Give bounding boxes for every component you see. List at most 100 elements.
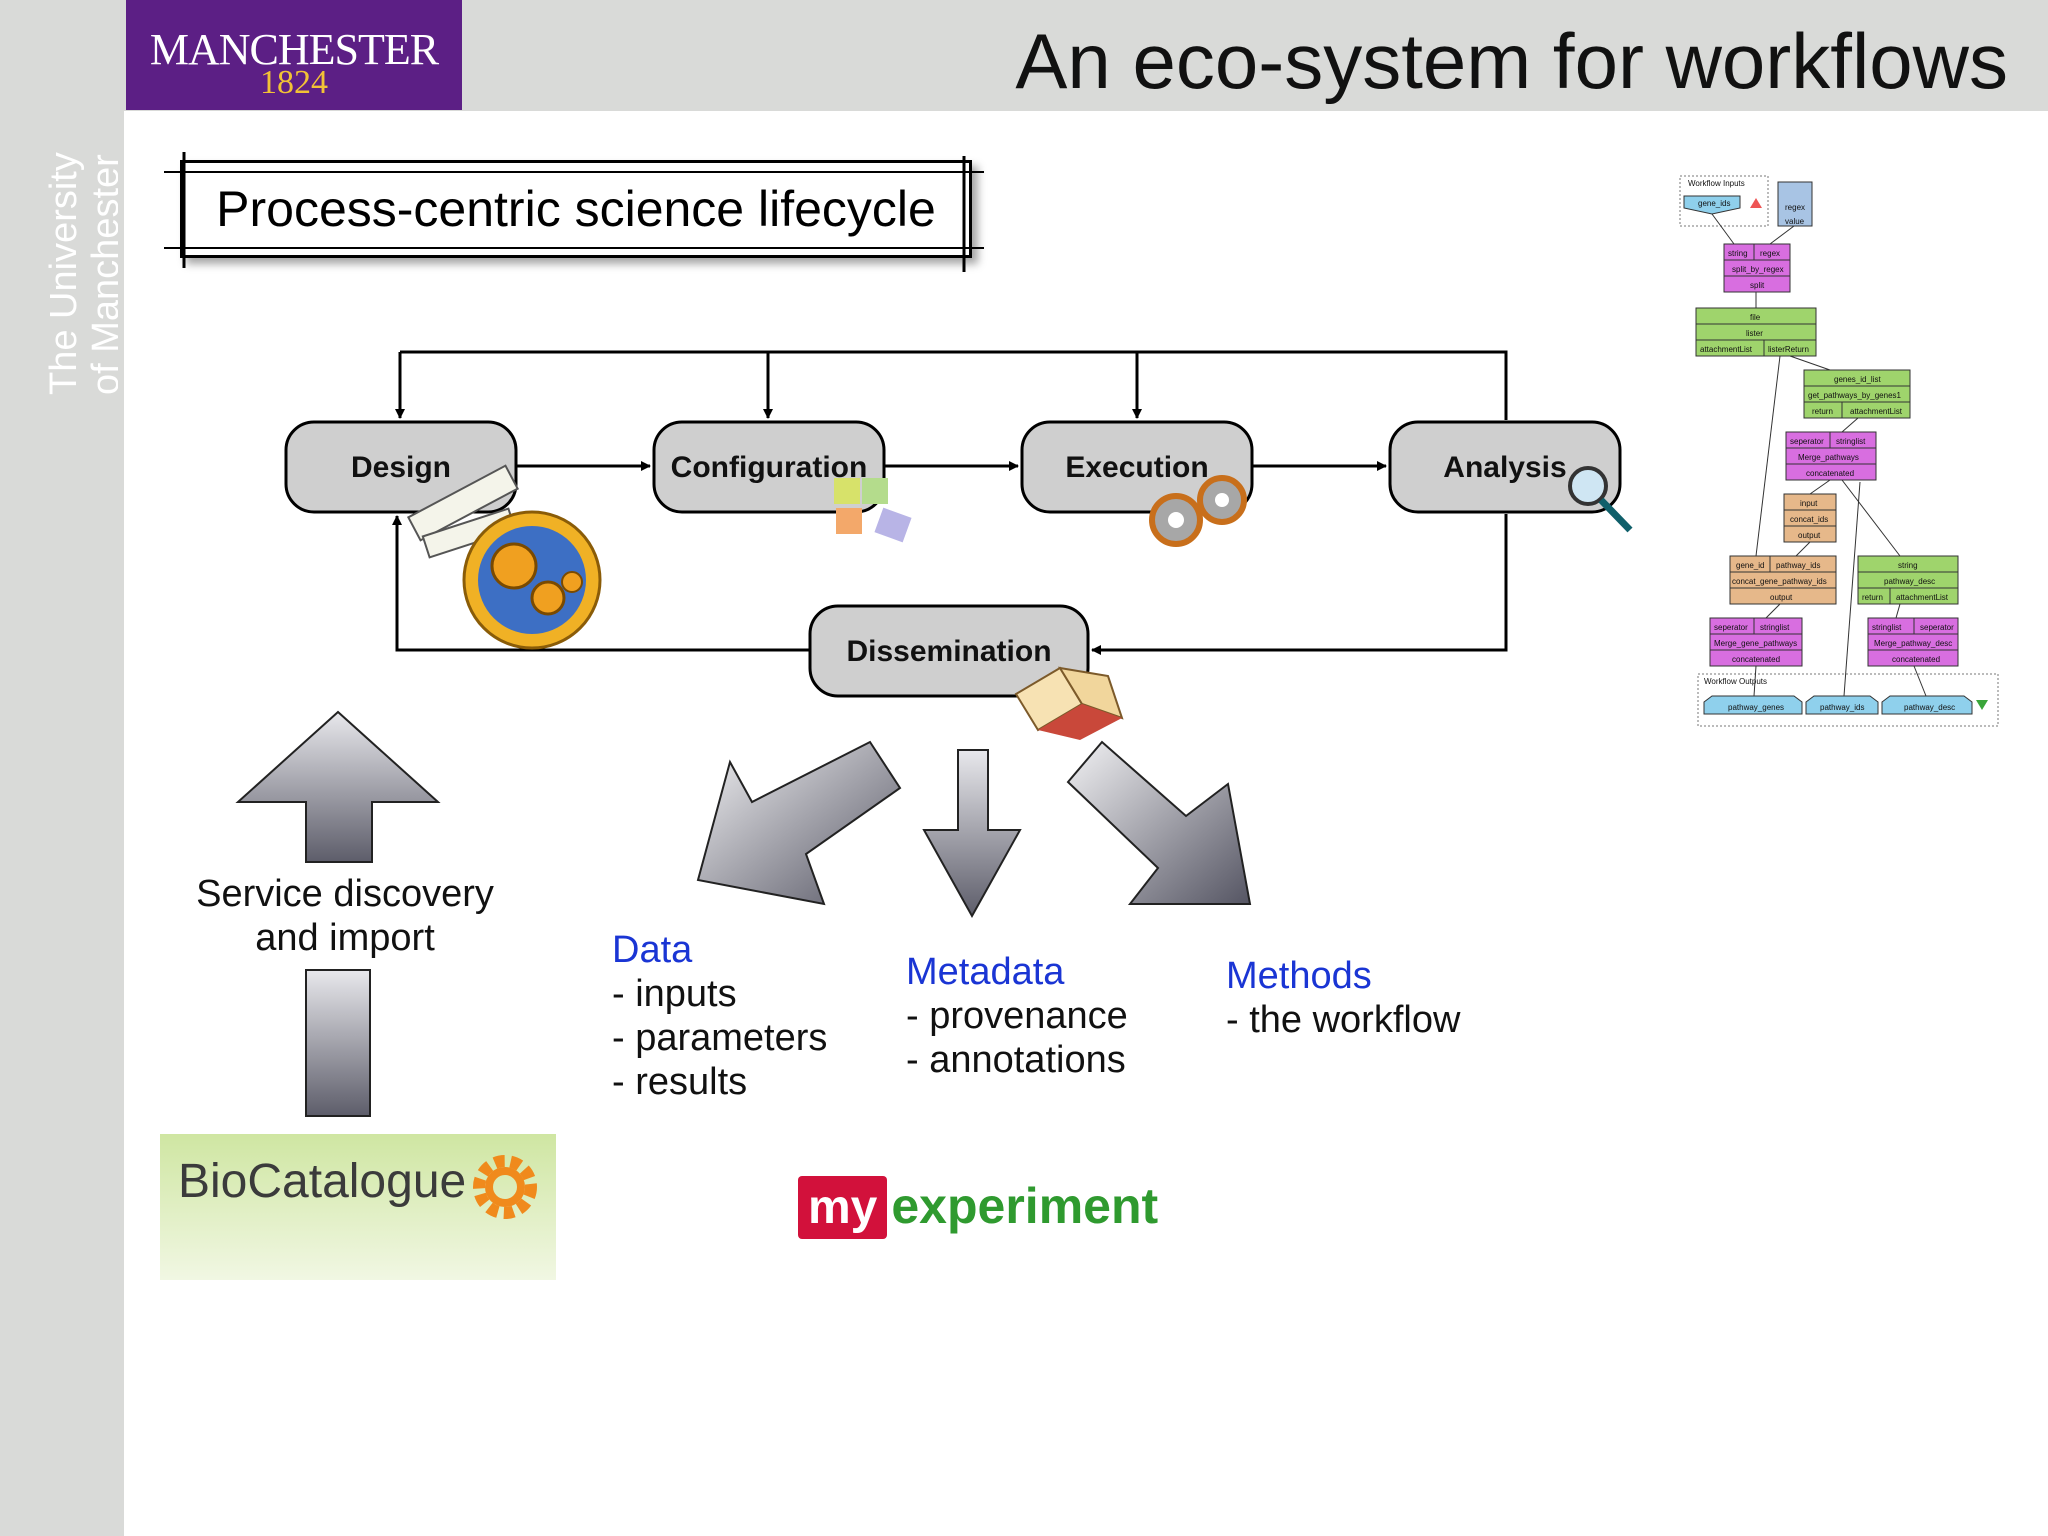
wf-ci-out: output [1798,531,1821,540]
wf-output-port [1881,695,1973,715]
import-arrow-stem [305,969,371,1117]
wf-regex-label: regex [1785,203,1805,212]
biocatalogue-logo: BioCatalogue [160,1134,556,1280]
metadata-output: Metadata - provenance - annotations [906,950,1128,1082]
wf-node-pathway-desc: string pathway_desc return attachmentLis… [1857,555,1959,605]
service-discovery-label: Service discovery and import [170,872,520,960]
myexperiment-my: my [798,1176,888,1239]
wf-pd-name: pathway_desc [1884,577,1935,586]
arrow-dissemination-design [392,515,810,652]
stage-execution-label: Execution [1065,451,1208,484]
wf-output-3: pathway_desc [1904,703,1955,712]
magnifier-icon [1568,466,1633,533]
wf-mp-in-2: stringlist [1836,437,1866,446]
stage-analysis-label: Analysis [1443,451,1566,484]
stage-execution: Execution [1020,420,1254,514]
output-arrow-right-icon [1066,740,1252,905]
wf-node-concat-gene: gene_id pathway_ids concat_gene_pathway_… [1729,555,1837,605]
wf-links [1711,213,1927,697]
discovery-line-1: Service discovery [196,873,494,915]
wf-md-out: concatenated [1892,655,1940,664]
arrow-analysis-dissemination [1091,514,1508,655]
book-icon [1014,666,1124,740]
metadata-heading: Metadata [906,951,1065,993]
output-arrow-down-icon [922,749,1022,919]
wf-cg-in-2: pathway_ids [1776,561,1820,570]
wf-node-concat-ids: input concat_ids output [1783,493,1837,543]
sidebar-line-1: The University [43,152,85,395]
data-item: - results [612,1061,748,1103]
university-logo: MANCHESTER 1824 [126,0,462,110]
stage-dissemination: Dissemination [808,604,1090,698]
wf-output-port [1805,695,1879,715]
gear-icon [473,1155,537,1219]
sidebar-university-text: The University of Manchester [43,152,118,395]
data-item: - inputs [612,973,737,1015]
wf-md-name: Merge_pathway_desc [1874,639,1952,648]
wf-mg-in-2: stringlist [1760,623,1790,632]
wf-cg-out: output [1770,593,1793,602]
data-heading: Data [612,929,693,971]
wf-cg-name: concat_gene_pathway_ids [1732,577,1827,586]
sidebar [0,0,124,1536]
wf-lister-out-1: attachmentList [1700,345,1753,354]
myexperiment-experiment: experiment [891,1178,1159,1234]
methods-output: Methods - the workflow [1226,954,1460,1042]
biocatalogue-text: BioCatalogue [178,1155,467,1208]
methods-item: - the workflow [1226,999,1461,1041]
wf-genes-out-1: return [1812,407,1833,416]
wf-pd-out-2: attachmentList [1896,593,1949,602]
output-arrow-left-icon [696,740,902,906]
stage-analysis: Analysis [1388,420,1622,514]
lifecycle-title: Process-centric science lifecycle [180,160,972,258]
wf-input-port-label: gene_ids [1698,199,1730,208]
metadata-item: - annotations [906,1039,1126,1081]
sidebar-line-2: of Manchester [85,154,118,395]
wf-mp-out: concatenated [1806,469,1854,478]
wf-regex-box [1777,181,1813,227]
wf-node-lister: file lister attachmentList listerReturn [1695,307,1817,357]
wf-mp-in-1: seperator [1790,437,1824,446]
wf-output-2: pathway_ids [1820,703,1864,712]
cogs-icon [1149,475,1247,547]
data-item: - parameters [612,1017,828,1059]
wf-genes-out-2: attachmentList [1850,407,1903,416]
wf-mg-out: concatenated [1732,655,1780,664]
slide-title: An eco-system for workflows [1015,17,2008,105]
wf-md-in-2: seperator [1920,623,1954,632]
wf-node-merge-genes: seperator stringlist Merge_gene_pathways… [1709,617,1803,667]
wf-node-merge-pathways: seperator stringlist Merge_pathways conc… [1785,431,1877,481]
wf-genes-name: get_pathways_by_genes1 [1808,391,1902,400]
feedback-top-line [400,350,1508,420]
wf-md-in-1: stringlist [1872,623,1902,632]
wf-output-port [1703,695,1803,715]
wf-outputs-label: Workflow Outputs [1704,677,1767,686]
wf-ci-in: input [1800,499,1818,508]
puzzle-icon [834,478,912,543]
wf-ci-name: concat_ids [1790,515,1828,524]
wf-split-in-2: regex [1760,249,1780,258]
stage-dissemination-label: Dissemination [846,635,1051,668]
wf-lister-in: file [1750,313,1761,322]
wf-lister-name: lister [1746,329,1763,338]
logo-name: MANCHESTER [149,25,439,74]
wf-pd-out-1: return [1862,593,1883,602]
import-arrow-up-icon [235,710,441,863]
stage-design: Design [284,420,518,514]
wf-split-out: split [1750,281,1765,290]
data-output: Data - inputs - parameters - results [612,928,827,1104]
wf-mg-name: Merge_gene_pathways [1714,639,1797,648]
wf-lister-out-2: listerReturn [1768,345,1809,354]
wf-node-split: string regex split_by_regex split [1723,243,1791,293]
wf-pd-in: string [1898,561,1918,570]
wf-genes-in: genes_id_list [1834,375,1881,384]
wf-output-marker-icon [1976,700,1988,710]
wf-mp-name: Merge_pathways [1798,453,1859,462]
metadata-item: - provenance [906,995,1128,1037]
wf-mg-in-1: seperator [1714,623,1748,632]
discovery-line-2: and import [255,917,435,959]
wf-split-in-1: string [1728,249,1748,258]
workflow-diagram: Workflow Inputs gene_ids regex value str… [1679,175,1999,727]
wf-output-1: pathway_genes [1728,703,1784,712]
